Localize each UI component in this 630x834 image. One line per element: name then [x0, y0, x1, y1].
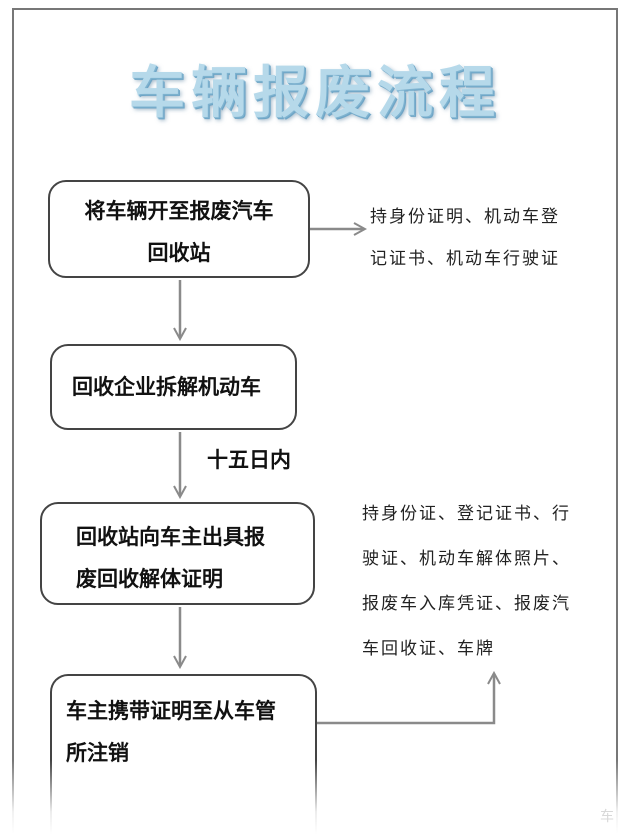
step-line: 回收企业拆解机动车 — [72, 375, 261, 399]
step-line: 车主携带证明至从车管 — [66, 699, 276, 723]
bottom-fade — [0, 760, 630, 834]
step-drive-to-recycling-station: 将车辆开至报废汽车 回收站 — [48, 180, 310, 278]
step-line: 将车辆开至报废汽车 — [84, 199, 274, 223]
note-required-documents-2: 持身份证、登记证书、行 驶证、机动车解体照片、 报废车入库凭证、报废汽 车回收证… — [362, 492, 571, 672]
step-dismantle-vehicle: 回收企业拆解机动车 — [50, 344, 297, 430]
note-line: 记证书、机动车行驶证 — [370, 249, 560, 269]
note-line: 持身份证、登记证书、行 — [362, 504, 571, 524]
note-line: 报废车入库凭证、报废汽 — [362, 594, 571, 614]
step-deregister: 车主携带证明至从车管 所注销 — [50, 674, 317, 834]
watermark-text: 车 — [600, 809, 614, 825]
note-line: 持身份证明、机动车登 — [370, 207, 560, 227]
step-line: 回收站向车主出具报 — [76, 525, 265, 549]
condition-label: 十五日内 — [207, 448, 291, 472]
step-line: 废回收解体证明 — [76, 567, 223, 591]
step-issue-certificate: 回收站向车主出具报 废回收解体证明 — [40, 502, 315, 605]
note-required-documents-1: 持身份证明、机动车登 记证书、机动车行驶证 — [370, 196, 560, 280]
step-line: 回收站 — [147, 241, 211, 265]
diagram-title: 车辆报废流程 — [129, 60, 501, 126]
note-line: 驶证、机动车解体照片、 — [362, 549, 571, 569]
note-line: 车回收证、车牌 — [362, 639, 495, 659]
